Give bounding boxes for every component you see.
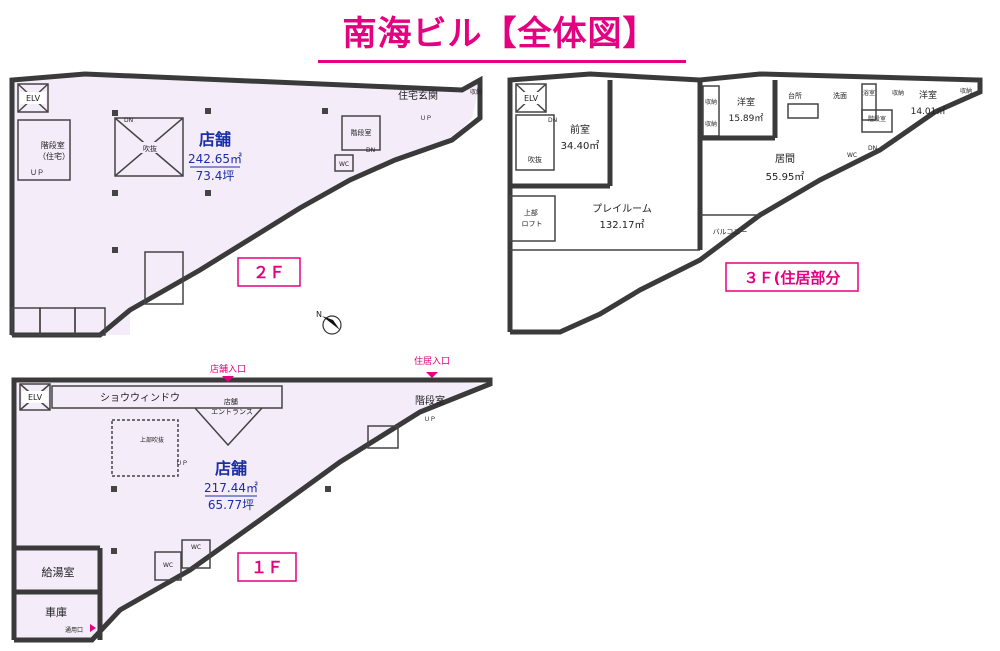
floor-1-upper-void [111, 419, 179, 477]
floor-2-stairs-up-label: ＵＰ [30, 169, 44, 177]
floor-2-stairs-label: 階段室 [351, 128, 372, 137]
floor-2-stairs-house [17, 119, 71, 181]
floor-2-shop-name: 店舗 [199, 130, 231, 149]
floor-2-shop-area: 242.65㎡ [188, 152, 242, 166]
floor-1-stairs-label: 階段室 [415, 394, 445, 407]
floor-1-shop-entrance-label: 店舗 エントランス [211, 397, 253, 416]
floor-1-elv-label: ELV [28, 393, 43, 402]
floor-1-wc2-label: WC [191, 544, 201, 551]
floor-3-play-room-area: 132.17㎡ [600, 219, 645, 231]
floor-2-elv-label: ELV [26, 94, 41, 103]
floor-1-wc1-label: WC [163, 562, 173, 569]
floor-3-front-room-name: 前室 [570, 123, 590, 136]
floor-3-front-room-area: 34.40㎡ [561, 140, 600, 152]
floor-1-upper-void-label: 上部吹抜 [140, 436, 164, 444]
floor-1-elv-box [19, 383, 51, 411]
floor-3-loft-label: 上部 ロフト [522, 208, 543, 228]
floor-1-service-door-arrow-icon [90, 624, 96, 632]
floor-3-western1-area: 15.89㎡ [729, 113, 764, 124]
floor-1-shop-area: 217.44㎡ [204, 481, 258, 495]
floor-2-house-entrance: 住宅玄関 [398, 89, 438, 102]
floor-1-show-window [51, 385, 283, 409]
title-underline [318, 60, 686, 63]
floor-3-void [515, 114, 555, 171]
floor-3-storage-label-4: 収納 [960, 87, 972, 95]
floor-2-area [12, 74, 480, 335]
floor-2-stairs-dn: DN [366, 147, 375, 154]
floor-1-shop-entrance-marker: 店舗入口 [210, 363, 246, 375]
floor-3-living-name: 居間 [775, 153, 795, 165]
page-title: 南海ビル【全体図】 [342, 14, 658, 54]
floor-3-storage-label-1: 収納 [705, 98, 717, 106]
floor-1-stairs-steps [367, 425, 399, 449]
floor-1-plan: ELV ショウウィンドウ 店舗入口 住居入口 店舗 エントランス 階段室 ＵＰ … [11, 355, 493, 643]
floor-2-void-label: 吹抜 [143, 144, 157, 153]
floor-1-garage-label: 車庫 [45, 605, 67, 619]
floor-3-loft [509, 195, 556, 242]
floor-3-plan: ELV DN 吹抜 前室 34.40㎡ プレイルーム 132.17㎡ 上部 ロフ… [507, 71, 983, 335]
floor-3-label: ３Ｆ(住居部分 [744, 269, 841, 287]
floor-1-shop-name: 店舗 [215, 459, 247, 478]
floor-3-stairs [861, 109, 893, 133]
floor-3-western2-name: 洋室 [919, 89, 937, 101]
compass-label: N [316, 310, 322, 319]
floor-1-service-door-label: 通用口 [65, 626, 83, 634]
floor-2-stairs-right-up: ＵＰ [420, 115, 432, 122]
floor-1-label-box [237, 552, 297, 582]
floor-3-label-box [725, 262, 859, 292]
floor-3-stairs-label: 階段室 [868, 115, 886, 123]
floor-3-western2-area: 14.01㎡ [911, 106, 946, 117]
floor-1-shop-tsubo: 65.77坪 [208, 498, 254, 512]
floor-3-elv-label: ELV [524, 94, 539, 103]
floor-1-kyuto-label: 給湯室 [42, 565, 75, 579]
floor-3-western1-name: 洋室 [737, 96, 755, 108]
floor-3-elv-box [515, 83, 547, 113]
floor-2-wc [334, 154, 354, 172]
floor-1-show-window-label: ショウウィンドウ [100, 392, 180, 404]
floor-3-balcony-label: バルコニー [713, 228, 748, 236]
floor-3-living-area: 55.95㎡ [766, 171, 805, 183]
floor-1-house-entrance-marker: 住居入口 [414, 355, 450, 367]
floor-3-play-room-name: プレイルーム [592, 203, 652, 215]
floor-2-stairs [341, 115, 381, 151]
floor-2-void [114, 117, 184, 177]
floor-3-dn-label: DN [548, 117, 557, 124]
floor-3-dn2-label: DN [868, 145, 877, 152]
floor-3-storage-label-3: 収納 [892, 89, 904, 97]
floor-2-outer-wall [9, 71, 483, 338]
floor-3-kitchen-label: 台所 [788, 91, 802, 100]
floor-1-wc2 [181, 539, 211, 569]
floor-1-area [14, 378, 480, 640]
floor-2-label: ２Ｆ [253, 263, 285, 282]
floor-1-label: １Ｆ [251, 558, 283, 577]
floor-2-wc-label: WC [339, 161, 349, 168]
floor-1-outer-wall [11, 377, 493, 643]
floor-1-house-entrance-arrow-icon [426, 372, 438, 378]
floor-3-void-label: 吹抜 [528, 155, 542, 164]
floor-1-stairs-up-label: ＵＰ [424, 416, 436, 423]
floor-3-bath-label: 浴室 [863, 89, 875, 97]
floor-3-storage-label-2: 収納 [705, 120, 717, 128]
floor-1-wc1 [154, 551, 182, 581]
floor-3-outer-wall [507, 71, 983, 335]
floor-3-wc-label: WC [847, 152, 857, 159]
floor-3-wash-label: 洗面 [833, 91, 847, 100]
floor-2-storage-label: 収納 [470, 88, 482, 96]
floor-2-plan: ELV 階段室 （住宅） ＵＰ 吹抜 DN 店舗 242.65㎡ 73.4坪 住… [9, 71, 483, 338]
floor-2-elv-box [17, 83, 49, 113]
floor-2-shop-tsubo: 73.4坪 [196, 169, 235, 183]
floor-2-label-box [237, 257, 301, 287]
floor-1-up-label: ＵＰ [176, 460, 188, 467]
floor-1-shop-entrance-arrow-icon [222, 376, 234, 382]
compass-icon: N [316, 310, 342, 335]
floor-2-stairs-house-label: 階段室 （住宅） [38, 140, 70, 161]
floor-2-dn-label: DN [124, 117, 133, 124]
